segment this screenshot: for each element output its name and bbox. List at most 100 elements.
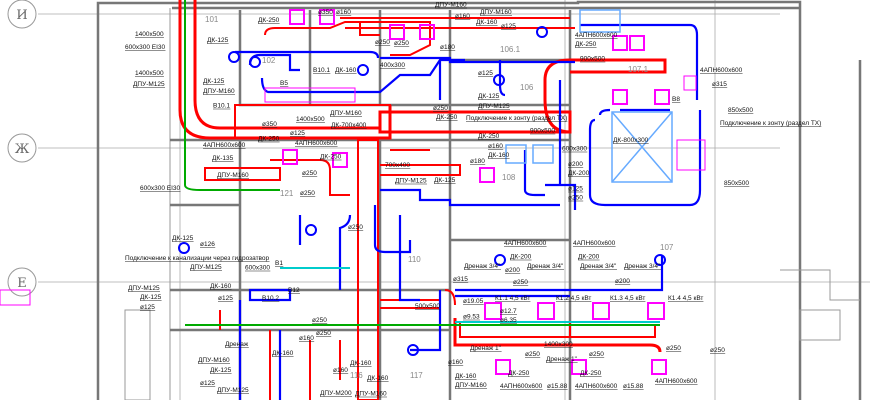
refrigerant-pipes <box>184 0 660 326</box>
annotation-label: ДК-125 <box>478 93 500 100</box>
annotation-label: ДК-160 <box>335 67 357 74</box>
annotation-label: ø180 <box>470 158 485 165</box>
annotation-label: ø15.88 <box>547 383 568 390</box>
supply-diffuser <box>651 359 667 375</box>
annotation-label: ДК-160 <box>272 350 294 357</box>
annotation-label: 700x400 <box>385 162 410 169</box>
annotation-label: ДК-160 <box>488 152 510 159</box>
annotation-label: 600x300 <box>245 265 270 272</box>
annotation-label: ДПУ-М160 <box>435 2 467 9</box>
exhaust-grilles <box>178 26 666 356</box>
annotation-label: 900x500 <box>530 128 555 135</box>
annotation-label: ø160 <box>336 9 351 16</box>
exhaust-hoods <box>0 9 706 306</box>
supply-ducts <box>178 0 667 400</box>
annotation-label: 4АПН600x600 <box>203 142 246 149</box>
annotation-label: ДК-125 <box>203 78 225 85</box>
annotation-label: ø250 <box>316 330 331 337</box>
annotation-label: 4АПН600x600 <box>700 67 743 74</box>
annotation-label: К1.4 4,5 кВт <box>668 295 703 302</box>
exhaust-grille <box>407 344 419 356</box>
annotation-label: ДК-160 <box>476 19 498 26</box>
annotation-label: ø250 <box>568 195 583 202</box>
annotation-label: ДПУ-М125 <box>133 81 165 88</box>
annotation-label: ø19.05 <box>463 298 484 305</box>
exhaust-grille <box>357 64 369 76</box>
supply-diffuser <box>629 35 645 51</box>
axis-bubble-e: Е <box>7 267 37 297</box>
annotation-label: ДК-250 <box>575 41 597 48</box>
room-number: 107.1 <box>628 65 649 74</box>
annotation-label: 4АПН600x600 <box>295 140 338 147</box>
axis-label: Е <box>17 276 27 291</box>
supply-diffuser <box>495 359 511 375</box>
annotation-label: 900x500 <box>580 56 605 63</box>
axis-label: И <box>16 8 27 23</box>
annotation-label: 4АПН600x600 <box>575 32 618 39</box>
annotation-label: ДК-135 <box>212 155 234 162</box>
room-number: 106 <box>520 83 534 92</box>
axis-bubble-i: И <box>7 0 37 29</box>
annotation-label: 600x300 <box>562 146 587 153</box>
exhaust-grille <box>494 254 506 266</box>
annotation-label: 850x500 <box>724 180 749 187</box>
exhaust-grille <box>249 56 261 68</box>
annotation-label: Дренаж 1" <box>546 356 578 363</box>
annotation-label: ДК-250 <box>580 370 602 377</box>
annotation-label: В10.2 <box>262 295 279 302</box>
supply-diffuser <box>282 149 298 165</box>
annotation-label: Дренаж 3/4" <box>624 263 661 270</box>
annotation-label: В10.1 <box>213 103 230 110</box>
annotation-label: К1.1 4,5 кВт <box>495 295 530 302</box>
supply-diffuser <box>654 89 670 105</box>
annotation-label: ДПУ-М125 <box>395 178 427 185</box>
annotation-label: К1.3 4,5 кВт <box>610 295 645 302</box>
annotation-label: ø250 <box>433 105 448 112</box>
annotation-label: ø15.88 <box>623 383 644 390</box>
annotation-label: 1400x300 <box>544 341 573 348</box>
room-number: 116 <box>350 371 363 380</box>
room-number: 106.1 <box>500 45 521 54</box>
annotation-label: ДК-700x400 <box>331 122 367 129</box>
annotation-label: ø9.53 <box>463 314 480 321</box>
annotation-label: ø200 <box>615 278 630 285</box>
annotation-label: ø250 <box>666 345 681 352</box>
annotation-label: ø125 <box>568 186 583 193</box>
annotation-label: 500x500 <box>415 303 440 310</box>
supply-diffuser <box>419 24 435 40</box>
annotation-label: ø250 <box>710 347 725 354</box>
exhaust-grille <box>178 242 190 254</box>
annotation-label: ø315 <box>712 81 727 88</box>
annotation-label: ДК-250 <box>508 370 530 377</box>
exhaust-grille <box>493 74 505 86</box>
annotation-label: Дренаж <box>225 341 249 348</box>
annotation-label: ДК-200 <box>568 170 590 177</box>
annotation-label: ø126 <box>200 241 215 248</box>
exhaust-grille <box>305 224 317 236</box>
annotation-label: ДК-200 <box>510 254 532 261</box>
annotation-label: ДПУ-М160 <box>198 357 230 364</box>
annotation-label: ДК-250 <box>258 17 280 24</box>
annotation-label: Подключение к зонту (раздел ТХ) <box>466 115 567 122</box>
exhaust-grille <box>536 26 548 38</box>
annotation-label: ø250 <box>302 170 317 177</box>
axis-label: Ж <box>15 142 30 157</box>
annotation-label: ДК-160 <box>367 375 389 382</box>
annotation-label: ø180 <box>440 44 455 51</box>
room-number: 107 <box>660 243 674 252</box>
annotation-label: ДПУ-М160 <box>480 9 512 16</box>
indoor-unit-k1-2 <box>537 302 555 320</box>
annotation-label: К1.2 4,5 кВт <box>556 295 591 302</box>
annotation-label: 4АПН600x600 <box>655 378 698 385</box>
annotation-label: ø12.7 <box>500 308 517 315</box>
room-number: 121 <box>280 189 294 198</box>
annotation-label: ДПУ-М200 <box>320 390 352 397</box>
annotation-label: ДК-125 <box>210 367 232 374</box>
annotation-label: ДК-250 <box>436 114 458 121</box>
exhaust-ducts <box>235 23 702 400</box>
supply-diffuser <box>479 167 495 183</box>
annotation-label: ø250 <box>525 351 540 358</box>
exhaust-grille <box>228 51 240 63</box>
annotation-label: ДПУ-М125 <box>190 264 222 271</box>
annotation-label: ø125 <box>140 304 155 311</box>
